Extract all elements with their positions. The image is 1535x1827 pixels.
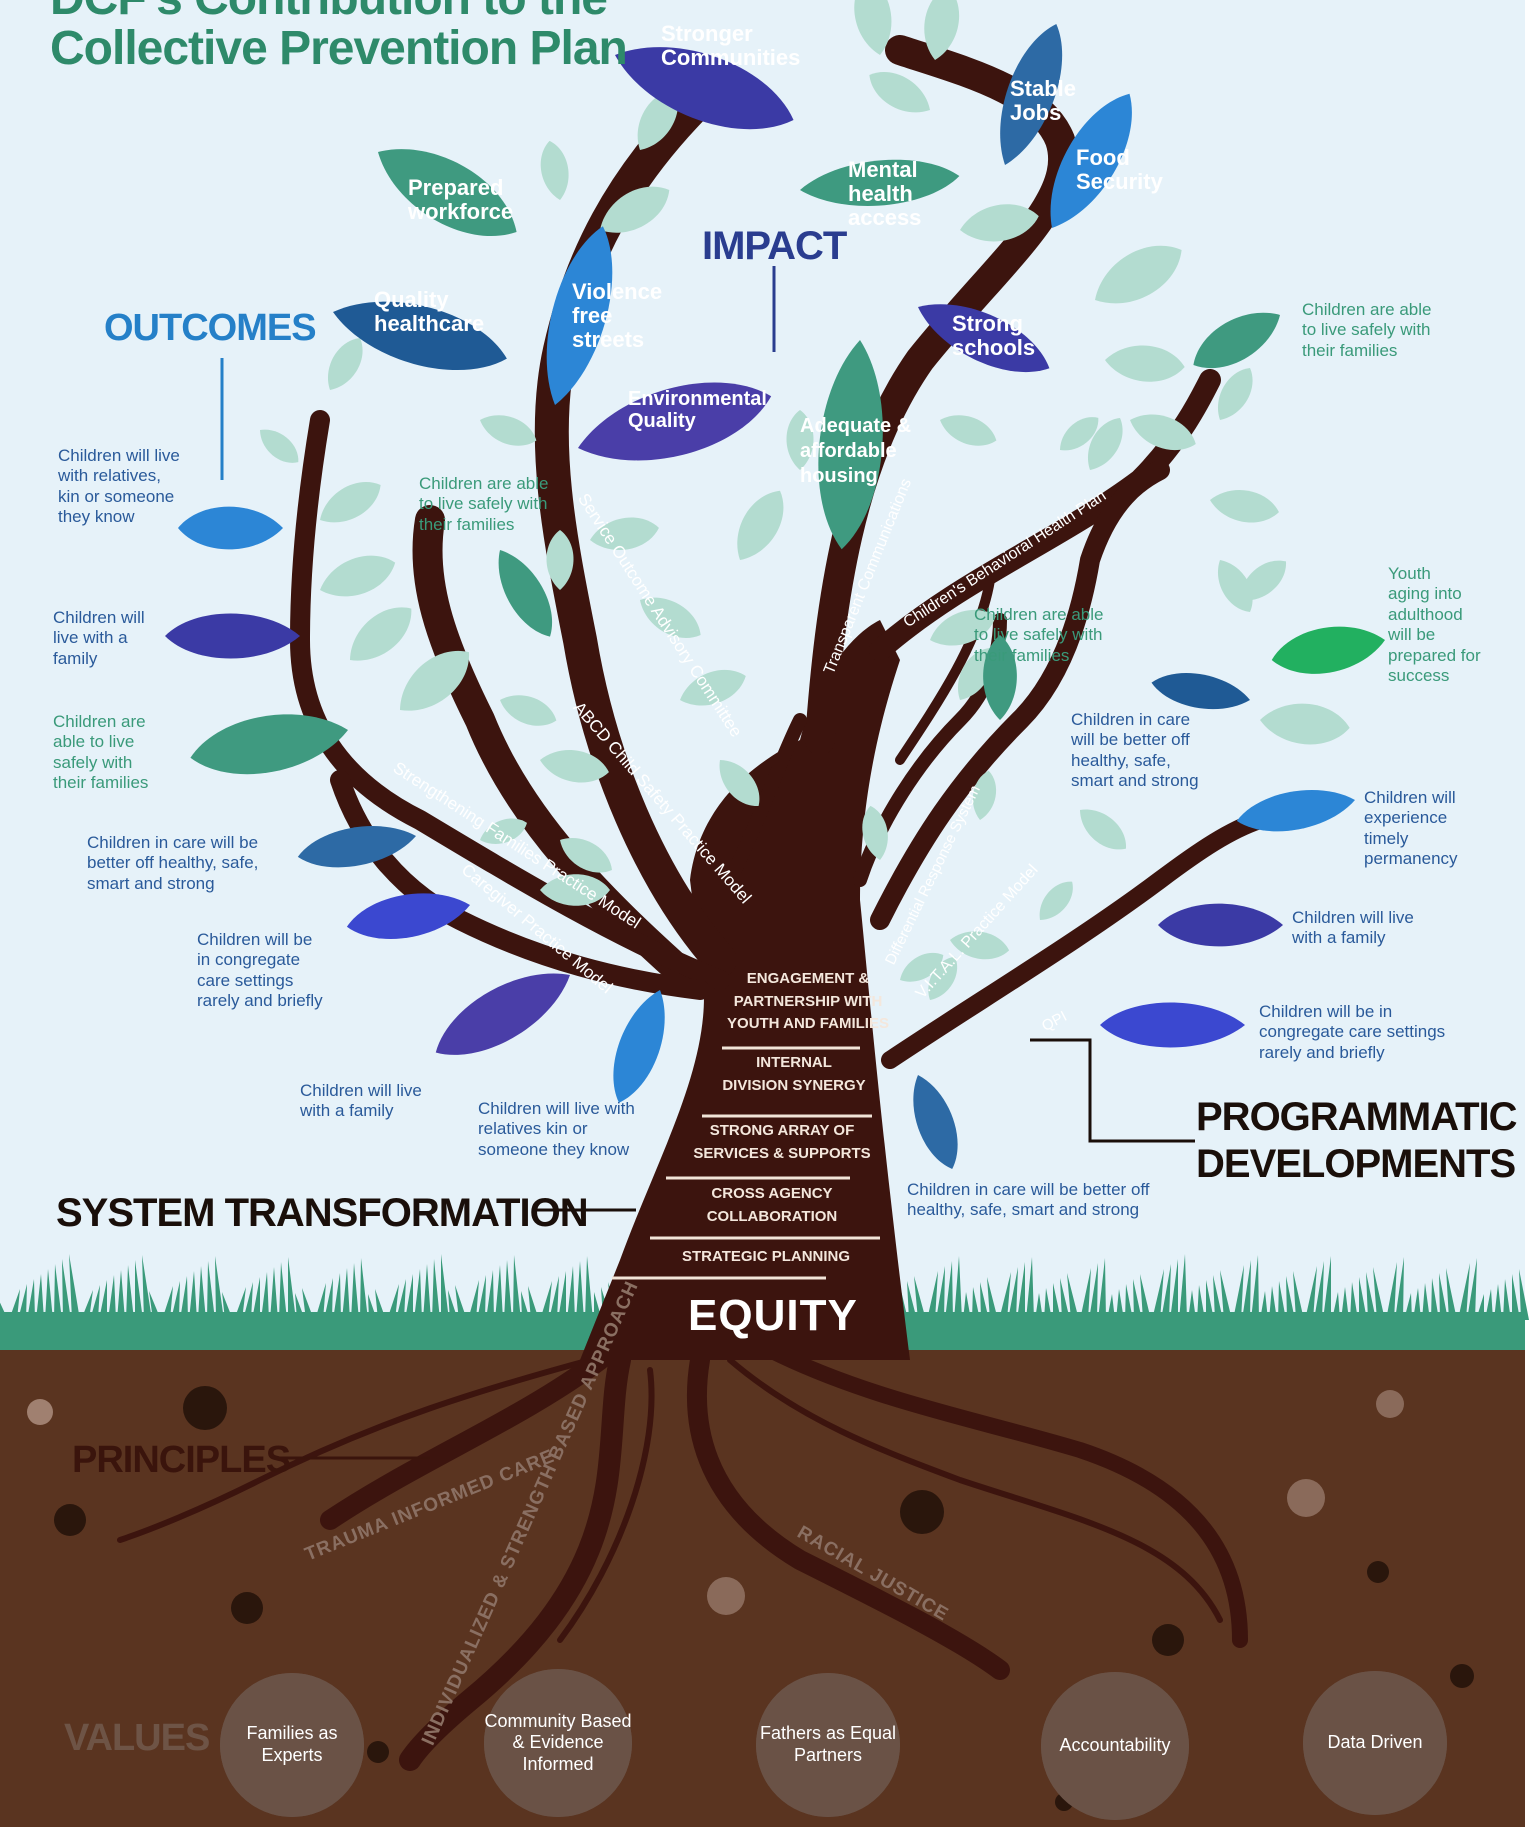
values-heading: VALUES: [64, 1717, 210, 1759]
principles-heading: PRINCIPLES: [72, 1439, 291, 1481]
trunk-internal-synergy: INTERNAL DIVISION SYNERGY: [722, 1054, 866, 1094]
value-fathers-equal-partners: Fathers as Equal Partners: [756, 1673, 900, 1817]
equity-label: EQUITY: [688, 1291, 858, 1340]
trunk-services-supports: STRONG ARRAY OF SERVICES & SUPPORTS: [693, 1122, 871, 1162]
impact-quality-healthcare: Quality healthcare: [374, 287, 485, 337]
impact-stronger-communities: Stronger Communities: [661, 21, 801, 71]
outcome-label: Children in care will be better off heal…: [907, 1180, 1150, 1220]
trunk-cross-agency: CROSS AGENCY COLLABORATION: [706, 1185, 838, 1225]
page-title: DCF's Contribution to the Collective Pre…: [50, 0, 628, 76]
outcomes-heading: OUTCOMES: [104, 307, 317, 349]
impact-stable-jobs: Stable Jobs: [1010, 76, 1077, 126]
outcome-label: Children will be in congregate care sett…: [1259, 1002, 1446, 1062]
outcome-label: Children in care will be better off heal…: [1071, 710, 1199, 791]
outcome-label: Children in care will be better off heal…: [87, 833, 259, 893]
impact-food-security: Food Security: [1076, 145, 1163, 195]
outcome-label: Children will live with relatives kin or…: [478, 1099, 635, 1159]
outcome-label: Children are able to live safely with th…: [53, 712, 149, 793]
soil-dots: [27, 1386, 1474, 1811]
impact-strong-schools: Strong schools: [952, 311, 1036, 361]
impact-environmental-quality: Environmental Quality: [628, 388, 767, 432]
outcome-label: Children will be in congregate care sett…: [197, 930, 323, 1011]
system-transformation-heading: SYSTEM TRANSFORMATION: [56, 1191, 589, 1235]
value-families-as-experts: Families as Experts: [220, 1673, 364, 1817]
outcome-label: Children will live with a family: [300, 1081, 422, 1121]
impact-violence-free-streets: Violence free streets: [572, 279, 663, 353]
impact-heading: IMPACT: [702, 224, 847, 268]
outcome-label: Youth aging into adulthood will be prepa…: [1388, 564, 1481, 685]
outcome-label: Children will live with a family: [1292, 908, 1414, 948]
right-margin: [1525, 0, 1535, 1827]
trunk-dividers: [612, 1046, 880, 1280]
outcome-label: Children will experience timely permanen…: [1364, 788, 1458, 869]
impact-mental-health-access: Mental health access: [848, 157, 922, 231]
outcome-label: Children will live with a family: [53, 608, 145, 668]
outcome-label: Children are able to live safely with th…: [1302, 300, 1432, 360]
value-accountability: Accountability: [1041, 1672, 1189, 1820]
value-data-driven: Data Driven: [1303, 1671, 1447, 1815]
value-community-based: Community Based & Evidence Informed: [484, 1669, 632, 1817]
grass: [0, 1254, 1529, 1320]
leader-lines: [220, 266, 1195, 1460]
grass-blades: [0, 1254, 1529, 1320]
outcome-label: Children are able to live safely with th…: [974, 605, 1104, 665]
outcome-label: Children will live with relatives, kin o…: [58, 446, 180, 527]
trunk-engagement: ENGAGEMENT & PARTNERSHIP WITH YOUTH AND …: [727, 970, 889, 1032]
trunk-strategic-planning: STRATEGIC PLANNING: [681, 1248, 851, 1265]
trunk: [580, 620, 910, 1360]
outcome-label: Children are able to live safely with th…: [419, 474, 549, 534]
programmatic-developments-heading: PROGRAMMATIC DEVELOPMENTS: [1196, 1095, 1518, 1187]
impact-adequate-housing: Adequate & affordable housing: [800, 415, 912, 487]
impact-prepared-workforce: Prepared workforce: [408, 175, 514, 225]
roots: [117, 1342, 1248, 1771]
